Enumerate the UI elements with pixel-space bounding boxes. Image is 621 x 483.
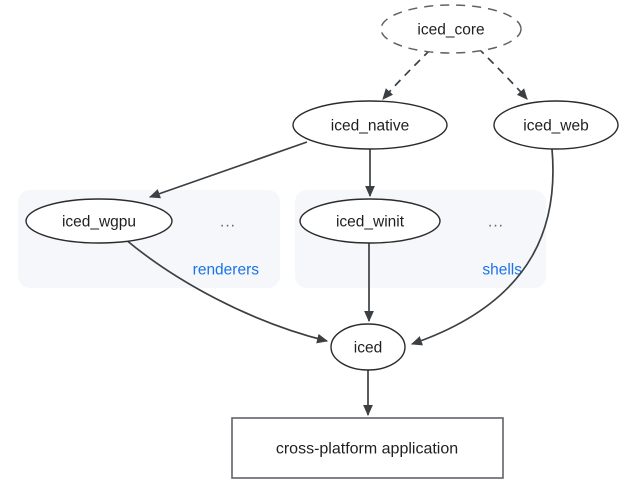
iced-web-label: iced_web xyxy=(523,118,589,135)
iced-winit-ellipse xyxy=(299,198,441,244)
iced-core-label: iced_core xyxy=(417,22,484,39)
edge-iced-core-to-iced-native xyxy=(382,49,431,100)
shells-ellipsis: ... xyxy=(488,214,504,231)
node-iced-winit[interactable]: iced_winit xyxy=(299,198,441,244)
iced-winit-label: iced_winit xyxy=(336,214,405,231)
application-box xyxy=(231,417,504,479)
renderers-ellipsis: ... xyxy=(220,214,236,231)
iced-native-ellipse xyxy=(292,100,448,150)
edge-iced-web-to-iced xyxy=(410,148,554,346)
edge-iced-wgpu-to-iced xyxy=(124,238,329,344)
application-label: cross-platform application xyxy=(276,441,458,458)
iced-label: iced xyxy=(354,340,382,357)
iced-wgpu-ellipse xyxy=(25,198,173,244)
node-iced-native[interactable]: iced_native xyxy=(292,100,448,150)
iced-web-ellipse xyxy=(493,100,619,150)
edge-iced-native-to-iced-wgpu xyxy=(148,141,308,199)
iced-ellipse xyxy=(330,323,406,371)
shells-group-label: shells xyxy=(482,262,522,279)
iced-core-ellipse xyxy=(380,4,522,54)
node-iced-wgpu[interactable]: iced_wgpu xyxy=(25,198,173,244)
node-application[interactable]: cross-platform application xyxy=(231,417,504,479)
iced-native-label: iced_native xyxy=(331,118,409,135)
node-iced-web[interactable]: iced_web xyxy=(493,100,619,150)
renderers-group-label: renderers xyxy=(193,262,260,279)
edge-iced-core-to-iced-web xyxy=(477,47,528,100)
node-iced-core[interactable]: iced_core xyxy=(380,4,522,54)
iced-wgpu-label: iced_wgpu xyxy=(62,214,136,231)
node-iced[interactable]: iced xyxy=(330,323,406,371)
